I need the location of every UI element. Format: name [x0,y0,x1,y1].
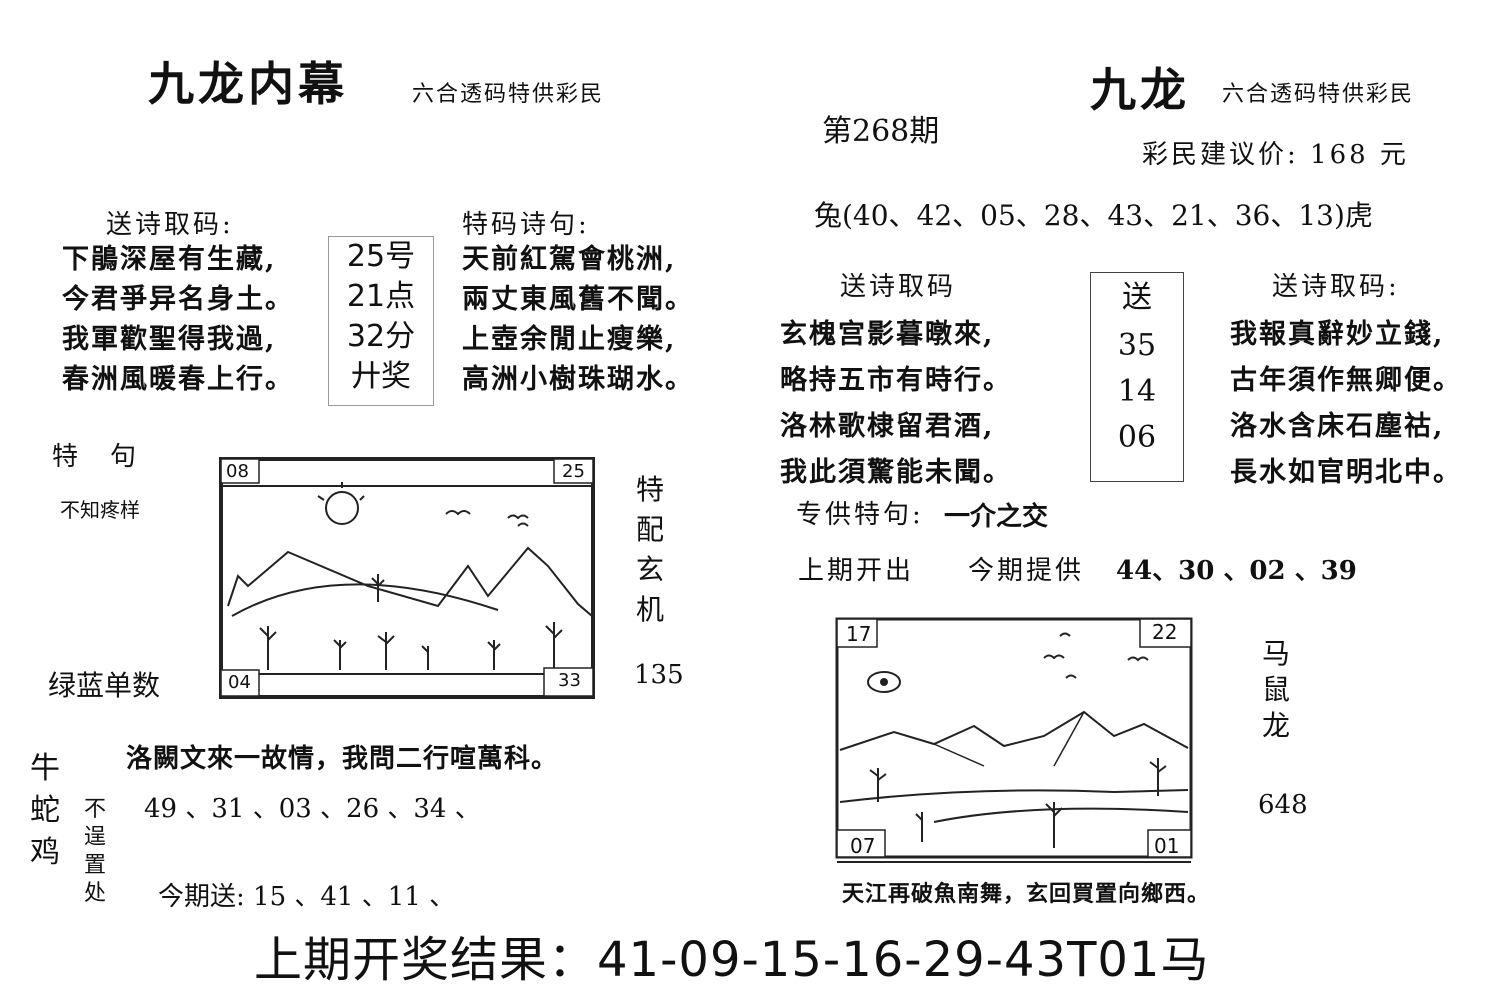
issue-number: 第268期 [822,114,940,149]
last-result: 上期开奖结果：41-09-15-16-29-43T01马 [254,932,1210,988]
info-box-item: 32分 [346,319,416,354]
poem-line: 洛林歌棣留君酒, [780,411,995,442]
left-landscape-picture [219,457,595,699]
corner-number: 33 [558,670,581,691]
poem-line: 古年須作無卿便。 [1230,365,1462,396]
poem-line: 我報真辭妙立錢, [1230,319,1445,350]
bu-char: 处 [84,881,107,906]
right-subtitle: 六合透码特供彩民 [1222,82,1415,107]
left-info-box: 25号 21点 32分 廾奖 [328,236,434,406]
right-poem1-heading: 送诗取码 [840,272,957,302]
send-box-item: 14 [1117,374,1157,409]
left-special-poem: 天前紅駕會桃洲, 兩丈東風舊不聞。 上壺余閒止瘦樂, 高洲小樹珠瑚水。 [462,240,694,400]
left-side-vertical: 特 配 玄 机 [636,470,664,630]
left-special-heading: 特码诗句: [462,210,590,240]
this-period-numbers: 44、30 、02 、39 [1116,556,1357,586]
corner-number: 04 [228,672,251,693]
poem-line: 天前紅駕會桃洲, [462,244,677,275]
right-side-vertical: 马 鼠 龙 [1262,636,1290,744]
bu-char: 置 [84,853,107,878]
info-box-item: 21点 [346,279,416,314]
rabbit-line: 兔(40、42、05、28、43、21、36、13)虎 [814,199,1373,232]
side-char: 配 [636,513,665,546]
side-char: 玄 [636,553,665,586]
poem-line: 長水如官明北中。 [1230,457,1462,488]
bu-char: 不 [84,797,107,822]
send-box-item: 06 [1117,420,1157,455]
corner-number: 08 [226,461,249,482]
special-phrase: 一介之交 [944,502,1049,532]
left-poem-heading: 送诗取码: [106,210,234,240]
price: 彩民建议价: 168 元 [1142,140,1409,170]
right-poem1: 玄槐宫影暮暾來, 略持五市有時行。 洛林歌棣留君酒, 我此須驚能未聞。 [780,312,1012,496]
bu-label-vertical: 不 逞 置 处 [84,796,106,908]
right-poem2: 我報真辭妙立錢, 古年須作無卿便。 洛水含床石塵祜, 長水如官明北中。 [1230,312,1462,496]
zodiac-char: 鸡 [30,835,60,870]
poem-line: 略持五市有時行。 [780,365,1012,396]
bu-char: 逞 [84,825,107,850]
side-char: 马 [1262,637,1291,670]
left-numbers-line: 49 、31 、03 、26 、34 、 [144,794,481,824]
special-phrase-label: 专供特句: [796,500,924,530]
poem-line: 春洲風暖春上行。 [62,364,294,395]
send-box-item: 送 [1122,280,1152,315]
right-poem2-heading: 送诗取码: [1272,272,1400,302]
last-period-label: 上期开出 [798,556,915,586]
poem-line: 上壺余閒止瘦樂, [462,324,677,355]
corner-number: 07 [850,834,876,858]
poem-line: 我軍歡聖得我過, [62,324,277,355]
corner-number: 17 [846,622,872,646]
zodiac-char: 蛇 [30,793,60,828]
poem-line: 今君爭异名身土。 [62,284,294,315]
te-ju-text: 不知疼样 [60,498,140,522]
poem-line: 下鵑深屋有生藏, [62,244,277,275]
left-bottom-poem: 洛闕文來一故情，我問二行喧萬科。 [126,744,559,774]
zodiac-vertical: 牛 蛇 鸡 [30,748,60,874]
today-send: 今期送: 15 、41 、11 、 [158,882,456,912]
side-char: 龙 [1262,709,1291,742]
left-poem: 下鵑深屋有生藏, 今君爭异名身土。 我軍歡聖得我過, 春洲風暖春上行。 [62,240,294,400]
te-ju-label: 特 句 [52,442,140,472]
right-side-number: 648 [1258,790,1308,820]
corner-number: 22 [1152,620,1178,644]
left-subtitle: 六合透码特供彩民 [412,82,605,107]
left-side-number: 135 [634,660,684,690]
send-box-item: 35 [1117,328,1157,363]
left-title: 九龙内幕 [148,57,348,111]
poem-line: 我此須驚能未聞。 [780,457,1012,488]
zodiac-char: 牛 [30,751,60,786]
poem-line: 高洲小樹珠瑚水。 [462,364,694,395]
info-box-item: 廾奖 [351,359,411,394]
green-blue-label: 绿蓝单数 [48,669,161,702]
side-char: 鼠 [1262,673,1291,706]
right-title: 九龙 [1090,63,1190,117]
this-period-label: 今期提供 [968,556,1085,586]
poem-line: 玄槐宫影暮暾來, [780,319,995,350]
corner-number: 01 [1154,834,1180,858]
send-box: 送 35 14 06 [1090,272,1184,482]
side-char: 特 [636,473,665,506]
info-box-item: 25号 [346,239,416,274]
poem-line: 兩丈東風舊不聞。 [462,284,694,315]
right-landscape-picture [835,617,1193,863]
side-char: 机 [636,593,665,626]
right-bottom-poem: 天江再破魚南舞，玄回買置向鄉西。 [842,881,1211,907]
poem-line: 洛水含床石塵祜, [1230,411,1445,442]
corner-number: 25 [562,461,585,482]
